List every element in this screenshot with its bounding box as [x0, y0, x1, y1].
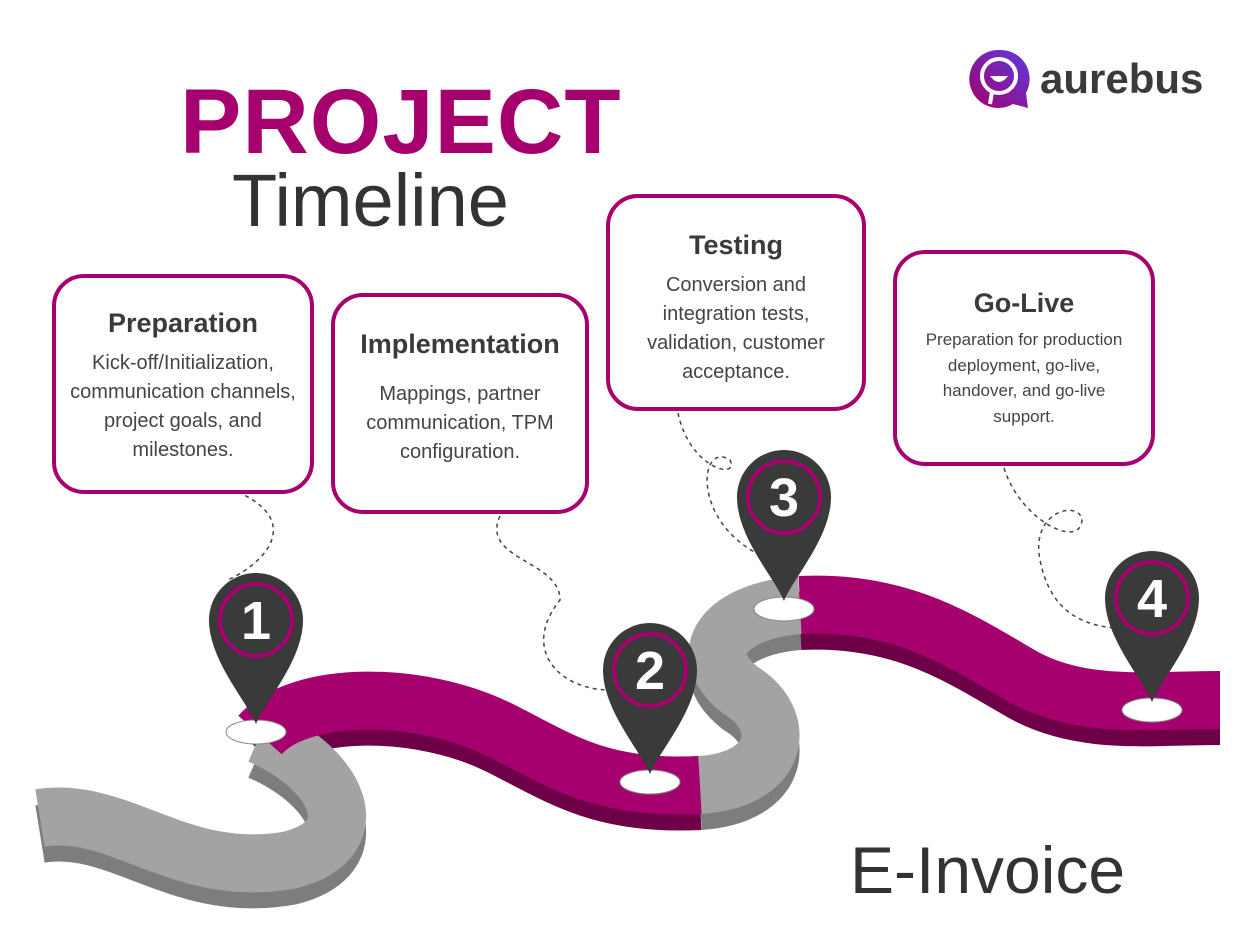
brand-name: aurebus [1040, 55, 1204, 102]
dashed-connector [1003, 467, 1116, 629]
chat-bubble-smile-icon [969, 49, 1030, 108]
map-pin-1: 1 [209, 572, 303, 745]
step-card-preparation: Preparation Kick-off/Initialization, com… [52, 274, 314, 494]
footer-label: E-Invoice [850, 833, 1126, 907]
road-segment-1 [35, 708, 366, 893]
map-pin-4: 4 [1105, 550, 1199, 723]
step-card-implementation: Implementation Mappings, partner communi… [331, 293, 589, 514]
step-number: 4 [1137, 569, 1167, 629]
map-pin-2: 2 [603, 622, 697, 795]
step-card-go-live: Go-Live Preparation for production deplo… [893, 250, 1155, 466]
page-subtitle: Timeline [232, 159, 509, 242]
road-segment-2 [238, 671, 702, 815]
brand-logo: aurebus [968, 48, 1203, 110]
dashed-connector [227, 491, 275, 581]
page-title: PROJECT [180, 71, 622, 173]
map-pin-3: 3 [737, 449, 831, 622]
step-card-testing: Testing Conversion and integration tests… [606, 194, 866, 411]
step-description: Conversion and integration tests, valida… [647, 274, 825, 383]
road-segment-3 [688, 576, 803, 814]
step-description: Mappings, partner communication, TPM con… [366, 383, 554, 463]
dashed-connector [677, 412, 761, 556]
step-title: Implementation [360, 329, 560, 359]
step-title: Preparation [107, 308, 259, 338]
step-number: 2 [635, 641, 665, 701]
step-number: 3 [769, 468, 799, 528]
step-number: 1 [241, 591, 271, 651]
step-description: Preparation for production deployment, g… [925, 330, 1123, 426]
step-title: Testing [689, 230, 783, 260]
step-title: Go-Live [973, 288, 1075, 318]
step-description: Kick-off/Initialization, communication c… [70, 352, 296, 461]
dashed-connector [496, 515, 611, 691]
